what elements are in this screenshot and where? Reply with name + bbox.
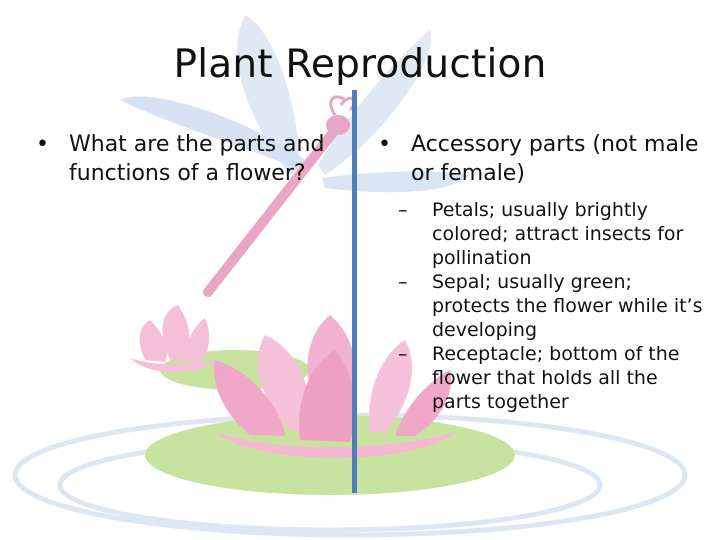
sub-bullet-item-sepal: – Sepal; usually green; protects the flo…: [398, 270, 706, 342]
dragonfly-illustration: [120, 15, 470, 297]
dash-marker: –: [398, 343, 408, 365]
sub-bullet-item-receptacle: – Receptacle; bottom of the flower that …: [398, 342, 706, 414]
left-column: • What are the parts and functions of a …: [34, 130, 344, 188]
sub-bullet-list: – Petals; usually brightly colored; attr…: [376, 198, 706, 414]
bullet-marker: •: [378, 132, 391, 157]
bullet-text: What are the parts and functions of a fl…: [69, 132, 325, 186]
sub-bullet-text: Receptacle; bottom of the flower that ho…: [432, 343, 680, 413]
dash-marker: –: [398, 199, 408, 221]
large-lotus-flower: [214, 315, 455, 458]
bullet-item: • What are the parts and functions of a …: [34, 130, 344, 188]
bullet-text: Accessory parts (not male or female): [411, 132, 699, 186]
dash-marker: –: [398, 271, 408, 293]
sub-bullet-text: Petals; usually brightly colored; attrac…: [432, 199, 684, 269]
small-lotus-flower: [130, 305, 215, 373]
right-column: • Accessory parts (not male or female) –…: [376, 130, 706, 414]
bullet-item: • Accessory parts (not male or female): [376, 130, 706, 188]
column-divider: [352, 90, 357, 493]
sub-bullet-item-petals: – Petals; usually brightly colored; attr…: [398, 198, 706, 270]
bullet-marker: •: [36, 132, 49, 157]
sub-bullet-text: Sepal; usually green; protects the flowe…: [432, 271, 703, 341]
slide-title: Plant Reproduction: [173, 42, 547, 87]
